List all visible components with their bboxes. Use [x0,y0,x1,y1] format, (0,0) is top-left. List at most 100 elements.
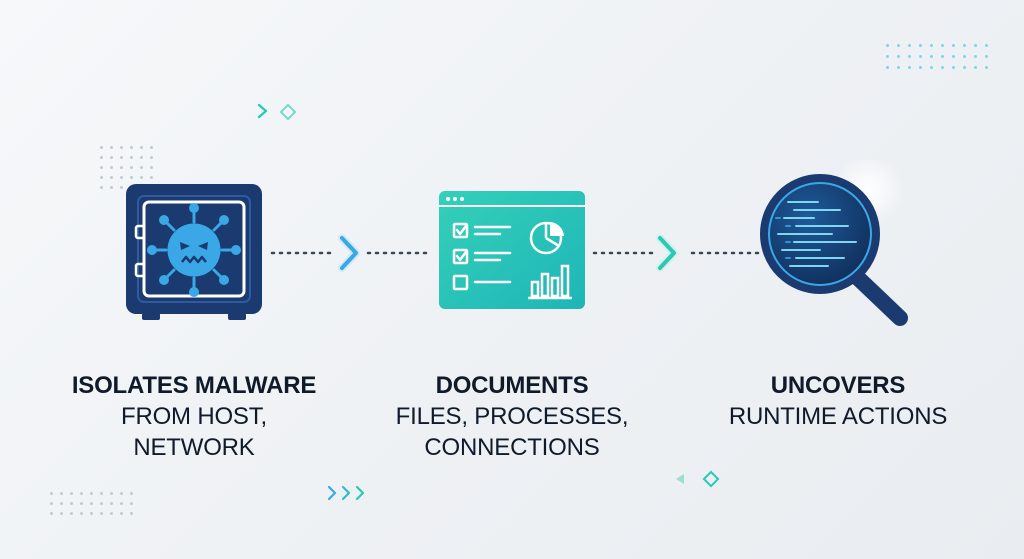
decor-dot [100,492,103,495]
decor-dot [70,492,73,495]
decor-dot [90,502,93,505]
decor-dot [110,512,113,515]
decor-dot [120,156,123,159]
decor-dot [886,44,889,47]
decor-dot [974,66,977,69]
step-2-title: DOCUMENTS [435,372,589,399]
decor-dot [140,166,143,169]
decor-dot [985,44,988,47]
decor-dot [919,66,922,69]
step-2-line-1: FILES, PROCESSES, [395,403,629,430]
decor-dot [919,44,922,47]
decor-dot [70,512,73,515]
decor-dot [130,166,133,169]
decor-dot [120,176,123,179]
decor-dot [50,502,53,505]
decor-dot [120,502,123,505]
step-1-label: ISOLATES MALWARE FROM HOST, NETWORK [44,370,344,463]
decor-dot [150,166,153,169]
decor-dot [974,55,977,58]
flow-arrow-connector [270,234,430,272]
decor-dot [897,66,900,69]
chevron-right-icon [257,103,268,119]
decor-dot [140,176,143,179]
decor-dot [50,492,53,495]
magnifier-code-icon [760,160,908,326]
diamond-outline-icon [279,103,297,121]
decor-dot [130,156,133,159]
decor-dot [941,44,944,47]
step-1-line-2: NETWORK [133,434,255,461]
triple-chevron-icon [327,485,365,501]
decor-dot [963,55,966,58]
decor-dot [952,66,955,69]
decor-dot [930,66,933,69]
decor-dot [952,44,955,47]
step-3-label: UNCOVERS RUNTIME ACTIONS [688,370,988,432]
decor-dot [70,502,73,505]
decor-dot [952,55,955,58]
decor-dot [110,146,113,149]
decor-dot [974,44,977,47]
decor-dot [908,44,911,47]
decor-dot [60,502,63,505]
step-1-title: ISOLATES MALWARE [71,372,317,399]
decor-dot [886,66,889,69]
diamond-outline-icon [702,470,720,488]
decor-dot [130,176,133,179]
decor-dot [941,66,944,69]
decor-dot [120,186,123,189]
decor-dot [110,176,113,179]
step-3-title: UNCOVERS [770,372,906,399]
decor-dot [150,146,153,149]
decor-dot [120,492,123,495]
decor-dot [110,156,113,159]
step-2-label: DOCUMENTS FILES, PROCESSES, CONNECTIONS [362,370,662,463]
dot-grid-bottom-left [50,492,133,515]
decor-dot [120,512,123,515]
decor-dot [130,146,133,149]
decor-dot [886,55,889,58]
dot-grid-top-right [886,44,988,69]
decor-dot [130,502,133,505]
decor-dot [120,146,123,149]
decor-dot [100,176,103,179]
decor-dot [100,146,103,149]
decor-dot [963,44,966,47]
malware-safe-icon [126,184,262,320]
decor-dot [100,156,103,159]
decor-dot [150,176,153,179]
arrow-back-icon [676,474,684,484]
decor-dot [60,512,63,515]
decor-dot [130,512,133,515]
decor-dot [100,502,103,505]
decor-dot [100,512,103,515]
report-dashboard-icon [439,191,585,309]
decor-dot [60,492,63,495]
decor-dot [110,492,113,495]
decor-dot [941,55,944,58]
decor-dot [90,512,93,515]
decor-dot [985,66,988,69]
decor-dot [897,44,900,47]
decor-dot [50,512,53,515]
decor-dot [100,186,103,189]
decor-dot [130,492,133,495]
decor-dot [110,502,113,505]
decor-dot [908,55,911,58]
decor-dot [930,44,933,47]
flow-arrow-connector [592,234,760,272]
decor-dot [80,512,83,515]
decor-dot [963,66,966,69]
decor-dot [120,166,123,169]
decor-dot [140,146,143,149]
step-1-line-1: FROM HOST, [121,403,267,430]
decor-dot [985,55,988,58]
decor-dot [897,55,900,58]
decor-dot [100,166,103,169]
decor-dot [90,492,93,495]
decor-dot [919,55,922,58]
decor-dot [908,66,911,69]
decor-dot [110,186,113,189]
decor-dot [80,492,83,495]
